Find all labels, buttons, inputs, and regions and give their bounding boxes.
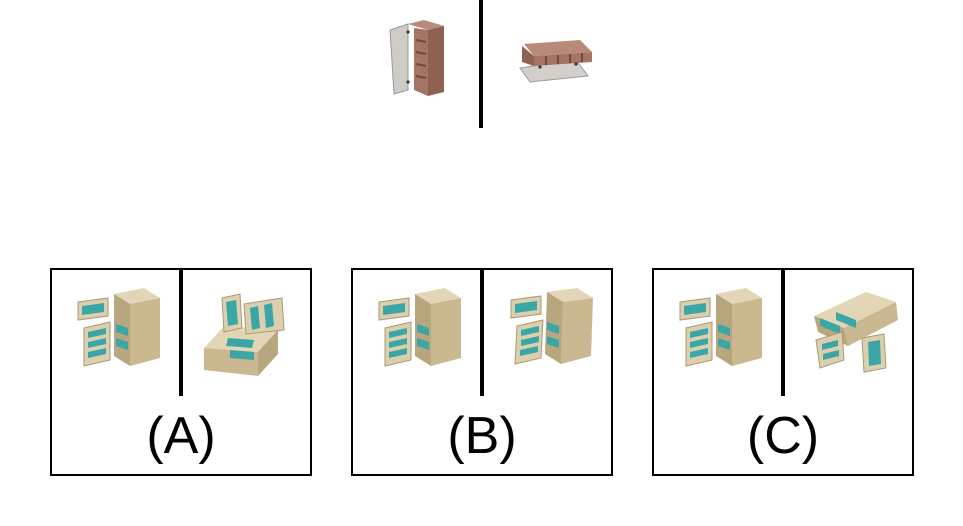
cabinet-lying-open-door-icon: [519, 40, 592, 83]
option-c[interactable]: (C): [652, 268, 914, 476]
option-c-divider: [781, 270, 785, 396]
option-a[interactable]: (A): [50, 268, 312, 476]
fridge-lying-open-doors-icon: [814, 292, 898, 373]
option-b[interactable]: (B): [351, 268, 613, 476]
fridge-upright-open-doors-icon: [77, 288, 160, 367]
fridge-upright-open-doors-icon: [679, 288, 762, 367]
option-a-divider: [179, 270, 183, 396]
fridge-tilted-open-doors-icon: [510, 288, 593, 365]
reference-divider: [479, 0, 483, 128]
fridge-upright-open-doors-icon: [378, 288, 461, 367]
option-b-label: (B): [447, 407, 517, 465]
reference-pair: [380, 0, 610, 130]
option-b-divider: [480, 270, 484, 396]
option-c-label: (C): [746, 407, 820, 465]
tall-cabinet-open-door-icon: [389, 20, 444, 96]
option-a-label: (A): [146, 407, 216, 465]
fridge-lying-open-doors-icon: [204, 293, 285, 376]
